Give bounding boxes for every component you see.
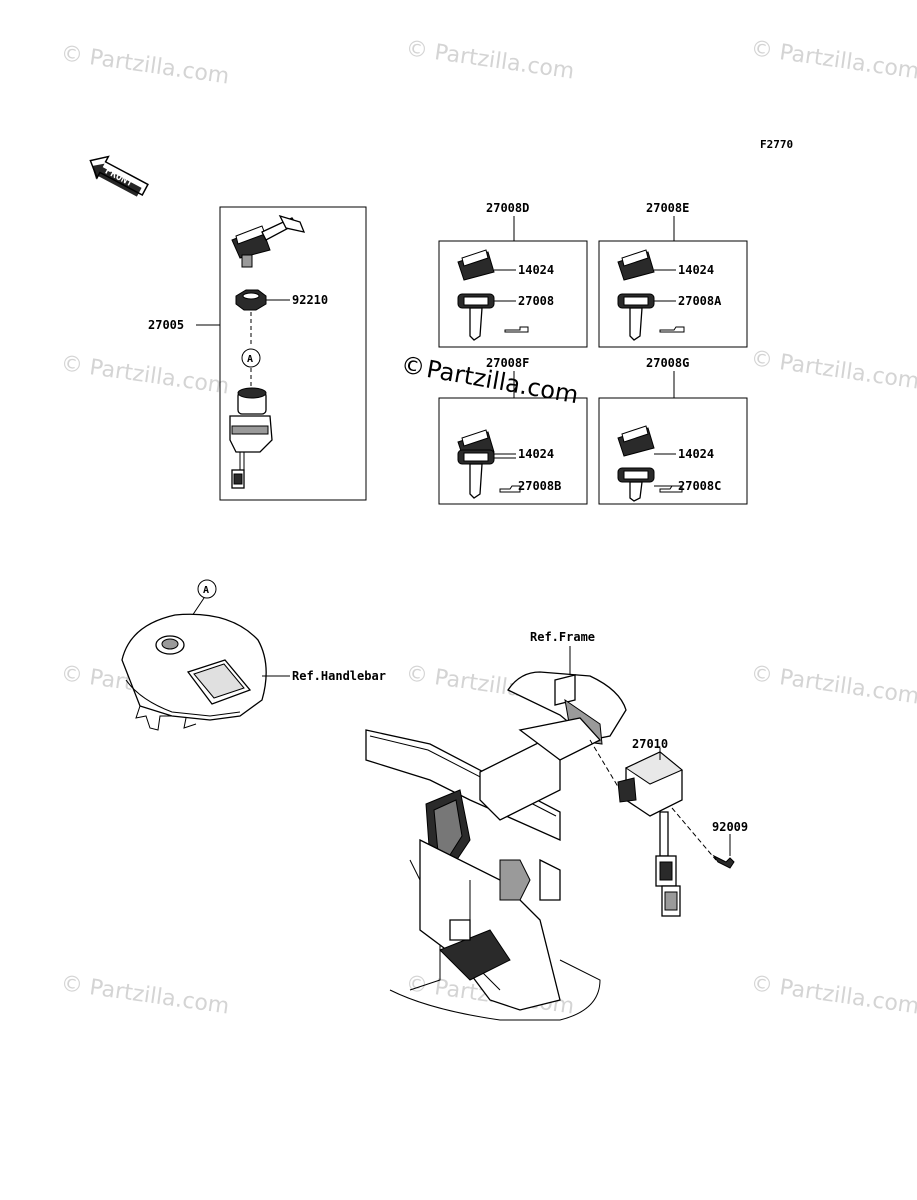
front-arrow-icon: FRONT (89, 155, 149, 197)
ignition-switch-box (219, 206, 367, 501)
watermark-symbol: © (399, 350, 427, 382)
key-set-group: 27008D 14024 27008 27008E 14024 27008A 2… (438, 201, 748, 505)
frame-icon (365, 671, 627, 1021)
key-label: 27008A (678, 294, 722, 308)
watermark-text: © Partzilla.com (59, 971, 231, 1019)
key-set-label: 27008E (646, 201, 689, 215)
key-cover-label: 14024 (678, 447, 714, 461)
nut-label: 92210 (292, 293, 328, 307)
watermark-text: © Partzilla.com (749, 661, 917, 709)
key-label: 27008C (678, 479, 721, 493)
watermark-text: © Partzilla.com (749, 346, 917, 394)
diagram-code: F2770 (760, 138, 793, 151)
key-set-box (598, 240, 748, 348)
ignition-switch-body-icon (229, 387, 273, 489)
bolt-icon (712, 854, 735, 869)
key-cover-label: 14024 (678, 263, 714, 277)
handlebar-ref-label: Ref.Handlebar (292, 669, 386, 683)
nut-icon (235, 289, 267, 311)
ref-a-label: A (247, 354, 253, 365)
watermark-layer: © Partzilla.com © Partzilla.com © Partzi… (59, 36, 917, 1019)
ignition-switch-label: 27005 (148, 318, 184, 332)
ignition-key-icon (231, 214, 306, 268)
watermark-text: © Partzilla.com (749, 971, 917, 1019)
watermark-text: © Partzilla.com (59, 41, 231, 89)
switch-label: 27010 (632, 737, 668, 751)
key-set-label: 27008D (486, 201, 529, 215)
bolt-label: 92009 (712, 820, 748, 834)
handlebar-ref-letter: A (203, 585, 209, 596)
handlebar-cover-icon (121, 613, 267, 731)
ref-a-circle-handlebar (197, 579, 217, 599)
ref-a-circle (241, 348, 261, 368)
key-label: 27008 (518, 294, 554, 308)
watermark-text: © Partzilla.com (59, 351, 231, 399)
watermark-text: © Partzilla.com (404, 36, 576, 84)
switch-27010-icon (617, 751, 683, 917)
key-set-box (438, 397, 588, 505)
key-cover-label: 14024 (518, 447, 554, 461)
key-set-box (438, 240, 588, 348)
key-set-label: 27008G (646, 356, 689, 370)
key-set-box (598, 397, 748, 505)
watermark-text: © Partzilla.com (749, 36, 917, 84)
key-label: 27008B (518, 479, 561, 493)
key-cover-label: 14024 (518, 263, 554, 277)
frame-ref-label: Ref.Frame (530, 630, 595, 644)
key-set-label: 27008F (486, 356, 529, 370)
